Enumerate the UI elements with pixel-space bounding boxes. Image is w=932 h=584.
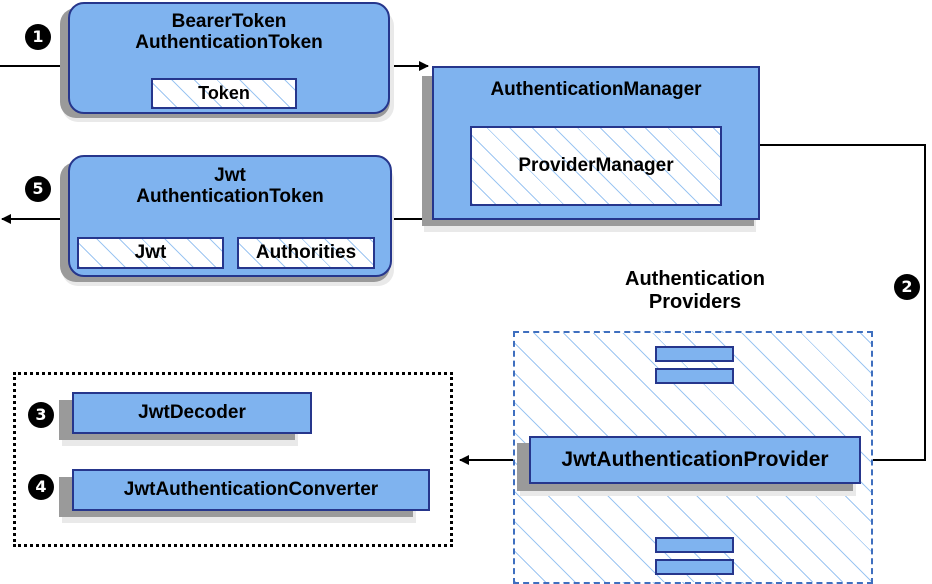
provider-stack-bar-bottom-1 bbox=[655, 537, 734, 553]
attribute-provider-manager-label: ProviderManager bbox=[518, 155, 674, 176]
callout-step-5: 5 bbox=[25, 176, 51, 202]
authentication-manager-title: AuthenticationManager bbox=[490, 79, 702, 100]
node-jwt-authentication-provider[interactable]: JwtAuthenticationProvider bbox=[529, 436, 861, 484]
jwt-decoder-title: JwtDecoder bbox=[138, 402, 246, 424]
node-jwt-decoder[interactable]: JwtDecoder bbox=[72, 392, 312, 434]
provider-stack-bar-top-1 bbox=[655, 346, 734, 362]
callout-step-3: 3 bbox=[28, 402, 54, 428]
node-bearer-token-authentication-token[interactable]: BearerToken AuthenticationToken bbox=[68, 2, 390, 114]
provider-stack-bar-bottom-2 bbox=[655, 559, 734, 575]
jwt-authentication-converter-title: JwtAuthenticationConverter bbox=[123, 479, 379, 501]
attribute-jwt: Jwt bbox=[77, 237, 224, 269]
authentication-providers-label: Authentication Providers bbox=[625, 268, 765, 313]
attribute-authorities-label: Authorities bbox=[255, 242, 357, 263]
callout-step-1: 1 bbox=[25, 24, 51, 50]
provider-stack-bar-top-2 bbox=[655, 368, 734, 384]
region-support-components bbox=[13, 372, 453, 547]
jwt-authentication-token-title: Jwt AuthenticationToken bbox=[136, 165, 324, 208]
callout-step-4: 4 bbox=[28, 474, 54, 500]
attribute-jwt-label: Jwt bbox=[134, 242, 167, 263]
callout-step-2: 2 bbox=[894, 274, 920, 300]
attribute-authorities: Authorities bbox=[237, 237, 375, 269]
node-jwt-authentication-token[interactable]: Jwt AuthenticationToken bbox=[68, 155, 392, 277]
attribute-provider-manager: ProviderManager bbox=[470, 126, 722, 206]
attribute-token: Token bbox=[151, 78, 297, 109]
node-jwt-authentication-converter[interactable]: JwtAuthenticationConverter bbox=[72, 469, 430, 511]
jwt-authentication-provider-title: JwtAuthenticationProvider bbox=[561, 448, 829, 472]
bearer-token-title: BearerToken AuthenticationToken bbox=[135, 11, 323, 54]
attribute-token-label: Token bbox=[198, 83, 250, 103]
